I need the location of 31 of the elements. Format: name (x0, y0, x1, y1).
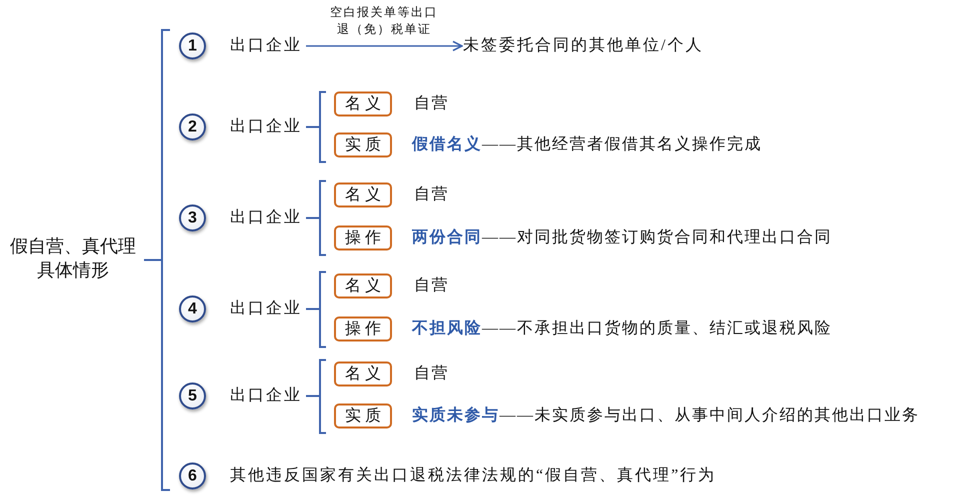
topic-title: 假自营、真代理具体情形 (4, 235, 142, 283)
arrow (306, 40, 463, 52)
description-text: 实质未参与——未实质参与出口、从事中间人介绍的其他出口业务 (412, 406, 920, 426)
item-text: 出口企业 (230, 117, 302, 137)
category-tag: 实质 (334, 404, 392, 428)
description-text: 自营 (414, 364, 449, 384)
step-number: 1 (179, 32, 206, 60)
category-tag: 名义 (334, 274, 392, 298)
category-tag: 名义 (334, 182, 392, 208)
step-number: 3 (179, 204, 206, 232)
step-number: 2 (179, 114, 206, 140)
flow-text: 出口企业 (230, 36, 302, 56)
description-text: 自营 (414, 276, 449, 296)
description-text: 自营 (414, 94, 449, 114)
item-text: 出口企业 (230, 386, 302, 406)
category-tag: 名义 (334, 362, 392, 386)
description-text: 自营 (414, 185, 449, 205)
category-tag: 名义 (334, 92, 392, 116)
item-text: 出口企业 (230, 299, 302, 319)
step-number: 5 (179, 382, 206, 410)
description-text: 假借名义——其他经营者假借其名义操作完成 (412, 135, 762, 155)
category-tag: 操作 (334, 226, 392, 250)
item-text: 其他违反国家有关出口退税法律法规的“假自营、真代理”行为 (230, 466, 716, 486)
step-number: 6 (179, 462, 206, 490)
category-tag: 实质 (334, 132, 392, 158)
item-text: 出口企业 (230, 208, 302, 228)
flow-text: 未签委托合同的其他单位/个人 (463, 36, 704, 56)
category-tag: 操作 (334, 316, 392, 342)
description-text: 两份合同——对同批货物签订购货合同和代理出口合同 (412, 228, 832, 248)
step-number: 4 (179, 296, 206, 322)
description-text: 不担风险——不承担出口货物的质量、结汇或退税风险 (412, 319, 832, 339)
